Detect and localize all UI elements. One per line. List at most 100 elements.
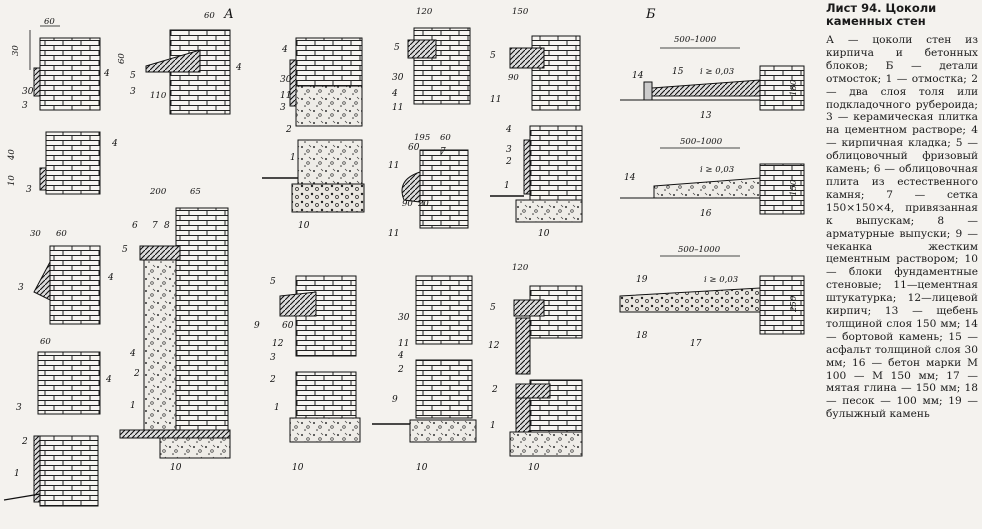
detail-a3: 30 60 4 3 bbox=[18, 229, 114, 325]
detail-a16: 120 5 12 2 1 10 bbox=[488, 263, 583, 473]
slope-label: i ≥ 0,03 bbox=[704, 275, 738, 285]
detail-a6: 60 60 4 5 3 110 bbox=[117, 11, 242, 115]
callout-3: 3 bbox=[16, 403, 22, 413]
callout-8: 8 bbox=[164, 221, 170, 231]
dim-60b: 60 bbox=[408, 143, 420, 153]
dim-150: 150 bbox=[512, 7, 529, 17]
sheet-legend: А — цоколи стен из кирпича и бетонных бл… bbox=[826, 34, 978, 421]
callout-10: 10 bbox=[538, 229, 550, 239]
callout-4: 4 bbox=[103, 69, 110, 79]
callout-11: 11 bbox=[392, 103, 403, 113]
callout-17: 17 bbox=[690, 339, 702, 349]
detail-b1: 500–1000 i ≥ 0,03 14 15 13 180 bbox=[620, 35, 805, 121]
callout-10: 10 bbox=[298, 221, 310, 231]
dim-90: 90 bbox=[508, 73, 519, 83]
callout-4: 4 bbox=[235, 63, 242, 73]
dim-60: 60 bbox=[44, 17, 55, 27]
dim-60: 60 bbox=[56, 229, 67, 239]
dim-60b: 60 bbox=[117, 53, 127, 64]
callout-10: 10 bbox=[416, 463, 428, 473]
callout-3: 3 bbox=[280, 103, 286, 113]
callout-3: 3 bbox=[18, 283, 24, 293]
detail-a14: 150 5 90 11 bbox=[490, 7, 581, 111]
callout-9: 9 bbox=[392, 395, 398, 405]
callout-2: 2 bbox=[491, 385, 498, 395]
dim-90: 90 bbox=[402, 199, 413, 209]
callout-9: 9 bbox=[254, 321, 260, 331]
dim-150: 150 bbox=[789, 179, 799, 196]
dim-250: 250 bbox=[789, 295, 799, 313]
detail-a2: 4 40 10 3 bbox=[7, 131, 118, 195]
callout-11: 11 bbox=[490, 95, 501, 105]
dim-10: 10 bbox=[7, 175, 17, 186]
callout-4: 4 bbox=[107, 273, 114, 283]
dim-60: 60 bbox=[440, 133, 451, 143]
detail-a4: 60 4 3 bbox=[16, 337, 112, 415]
callout-4: 4 bbox=[397, 351, 404, 361]
callout-3: 3 bbox=[130, 87, 136, 97]
callout-11: 11 bbox=[388, 161, 399, 171]
callout-1: 1 bbox=[14, 469, 20, 479]
callout-3: 3 bbox=[270, 353, 276, 363]
callout-11b: 11 bbox=[388, 229, 399, 239]
callout-4: 4 bbox=[105, 375, 112, 385]
callout-14: 14 bbox=[624, 173, 636, 183]
detail-a12: 195 60 60 7 11 90 20 11 bbox=[388, 133, 469, 239]
callout-2: 2 bbox=[285, 125, 292, 135]
detail-a1: 60 30 4 30 3 bbox=[11, 17, 110, 111]
callout-5: 5 bbox=[490, 303, 496, 313]
dim-60: 60 bbox=[204, 11, 215, 21]
callout-3: 3 bbox=[22, 101, 28, 111]
callout-11: 11 bbox=[398, 339, 409, 349]
callout-2: 2 bbox=[133, 369, 140, 379]
callout-6: 6 bbox=[132, 221, 138, 231]
callout-1: 1 bbox=[274, 403, 280, 413]
callout-2: 2 bbox=[269, 375, 276, 385]
callout-2: 2 bbox=[21, 437, 28, 447]
dim-span: 500–1000 bbox=[674, 35, 717, 45]
callout-5: 5 bbox=[490, 51, 496, 61]
dim-60: 60 bbox=[282, 321, 294, 331]
callout-4: 4 bbox=[281, 45, 288, 55]
dim-30: 30 bbox=[30, 229, 41, 239]
callout-5: 5 bbox=[122, 245, 128, 255]
callout-10: 10 bbox=[292, 463, 304, 473]
dim-60: 60 bbox=[40, 337, 51, 347]
detail-a8: 4 30 11 3 2 bbox=[280, 37, 363, 135]
dim-30: 30 bbox=[392, 73, 404, 83]
group-b-label: Б bbox=[645, 7, 656, 22]
dim-110: 110 bbox=[150, 91, 167, 101]
detail-b3: 500–1000 i ≥ 0,03 19 18 17 250 bbox=[619, 245, 805, 349]
callout-11: 11 bbox=[280, 91, 291, 101]
callout-3: 3 bbox=[506, 145, 512, 155]
callout-7: 7 bbox=[152, 221, 158, 231]
callout-12: 12 bbox=[488, 341, 500, 351]
callout-13: 13 bbox=[700, 111, 712, 121]
sheet-caption: Лист 94. Цоколи каменных стен А — цоколи… bbox=[826, 2, 978, 527]
slope-label: i ≥ 0,03 bbox=[700, 165, 734, 175]
dim-65: 65 bbox=[190, 187, 201, 197]
callout-1: 1 bbox=[490, 421, 496, 431]
plinth-details-drawing: А Б 60 30 4 30 3 4 40 10 3 30 60 4 3 60 … bbox=[3, 7, 805, 507]
callout-10: 10 bbox=[170, 463, 182, 473]
callout-1: 1 bbox=[130, 401, 136, 411]
callout-1: 1 bbox=[504, 181, 510, 191]
callout-2: 2 bbox=[505, 157, 512, 167]
detail-b2: 500–1000 i ≥ 0,03 14 16 150 bbox=[620, 137, 805, 219]
slope-label: i ≥ 0,03 bbox=[700, 67, 734, 77]
callout-18: 18 bbox=[636, 331, 648, 341]
group-a-label: А bbox=[223, 7, 234, 22]
callout-15: 15 bbox=[672, 67, 684, 77]
detail-a10: 5 60 12 3 2 1 10 bbox=[269, 275, 361, 473]
dim-120: 120 bbox=[512, 263, 529, 273]
dim-span: 500–1000 bbox=[680, 137, 723, 147]
dim-30b: 30 bbox=[22, 87, 34, 97]
callout-4: 4 bbox=[111, 139, 118, 149]
detail-a7: 200 65 6 7 8 5 9 4 2 1 10 bbox=[119, 187, 260, 473]
dim-200: 200 bbox=[149, 187, 167, 197]
dim-180: 180 bbox=[789, 79, 799, 96]
callout-1: 1 bbox=[290, 153, 296, 163]
dim-120: 120 bbox=[416, 7, 433, 17]
detail-a5: 2 1 bbox=[3, 435, 99, 507]
dim-20: 20 bbox=[417, 199, 429, 209]
